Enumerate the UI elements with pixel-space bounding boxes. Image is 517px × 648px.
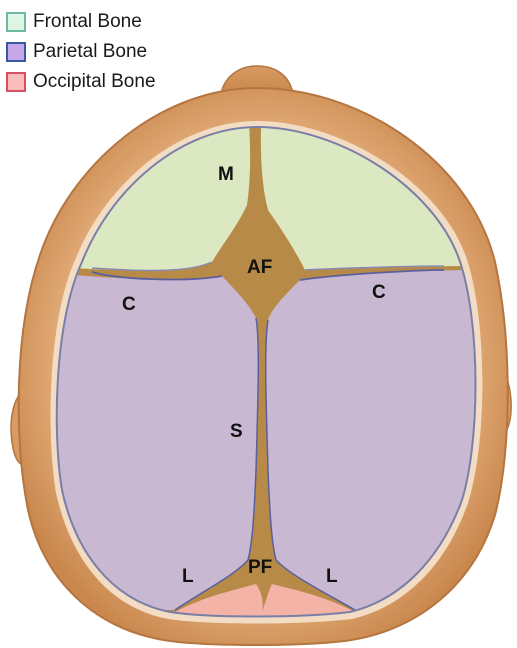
label-posterior-fontanelle: PF xyxy=(248,557,272,578)
label-anterior-fontanelle: AF xyxy=(247,257,272,278)
label-lambdoid-suture-right: L xyxy=(326,566,338,587)
label-coronal-suture-left: C xyxy=(122,294,136,315)
label-coronal-suture-right: C xyxy=(372,282,386,303)
label-lambdoid-suture-left: L xyxy=(182,566,194,587)
label-metopic-suture: M xyxy=(218,164,234,185)
label-sagittal-suture: S xyxy=(230,421,243,442)
